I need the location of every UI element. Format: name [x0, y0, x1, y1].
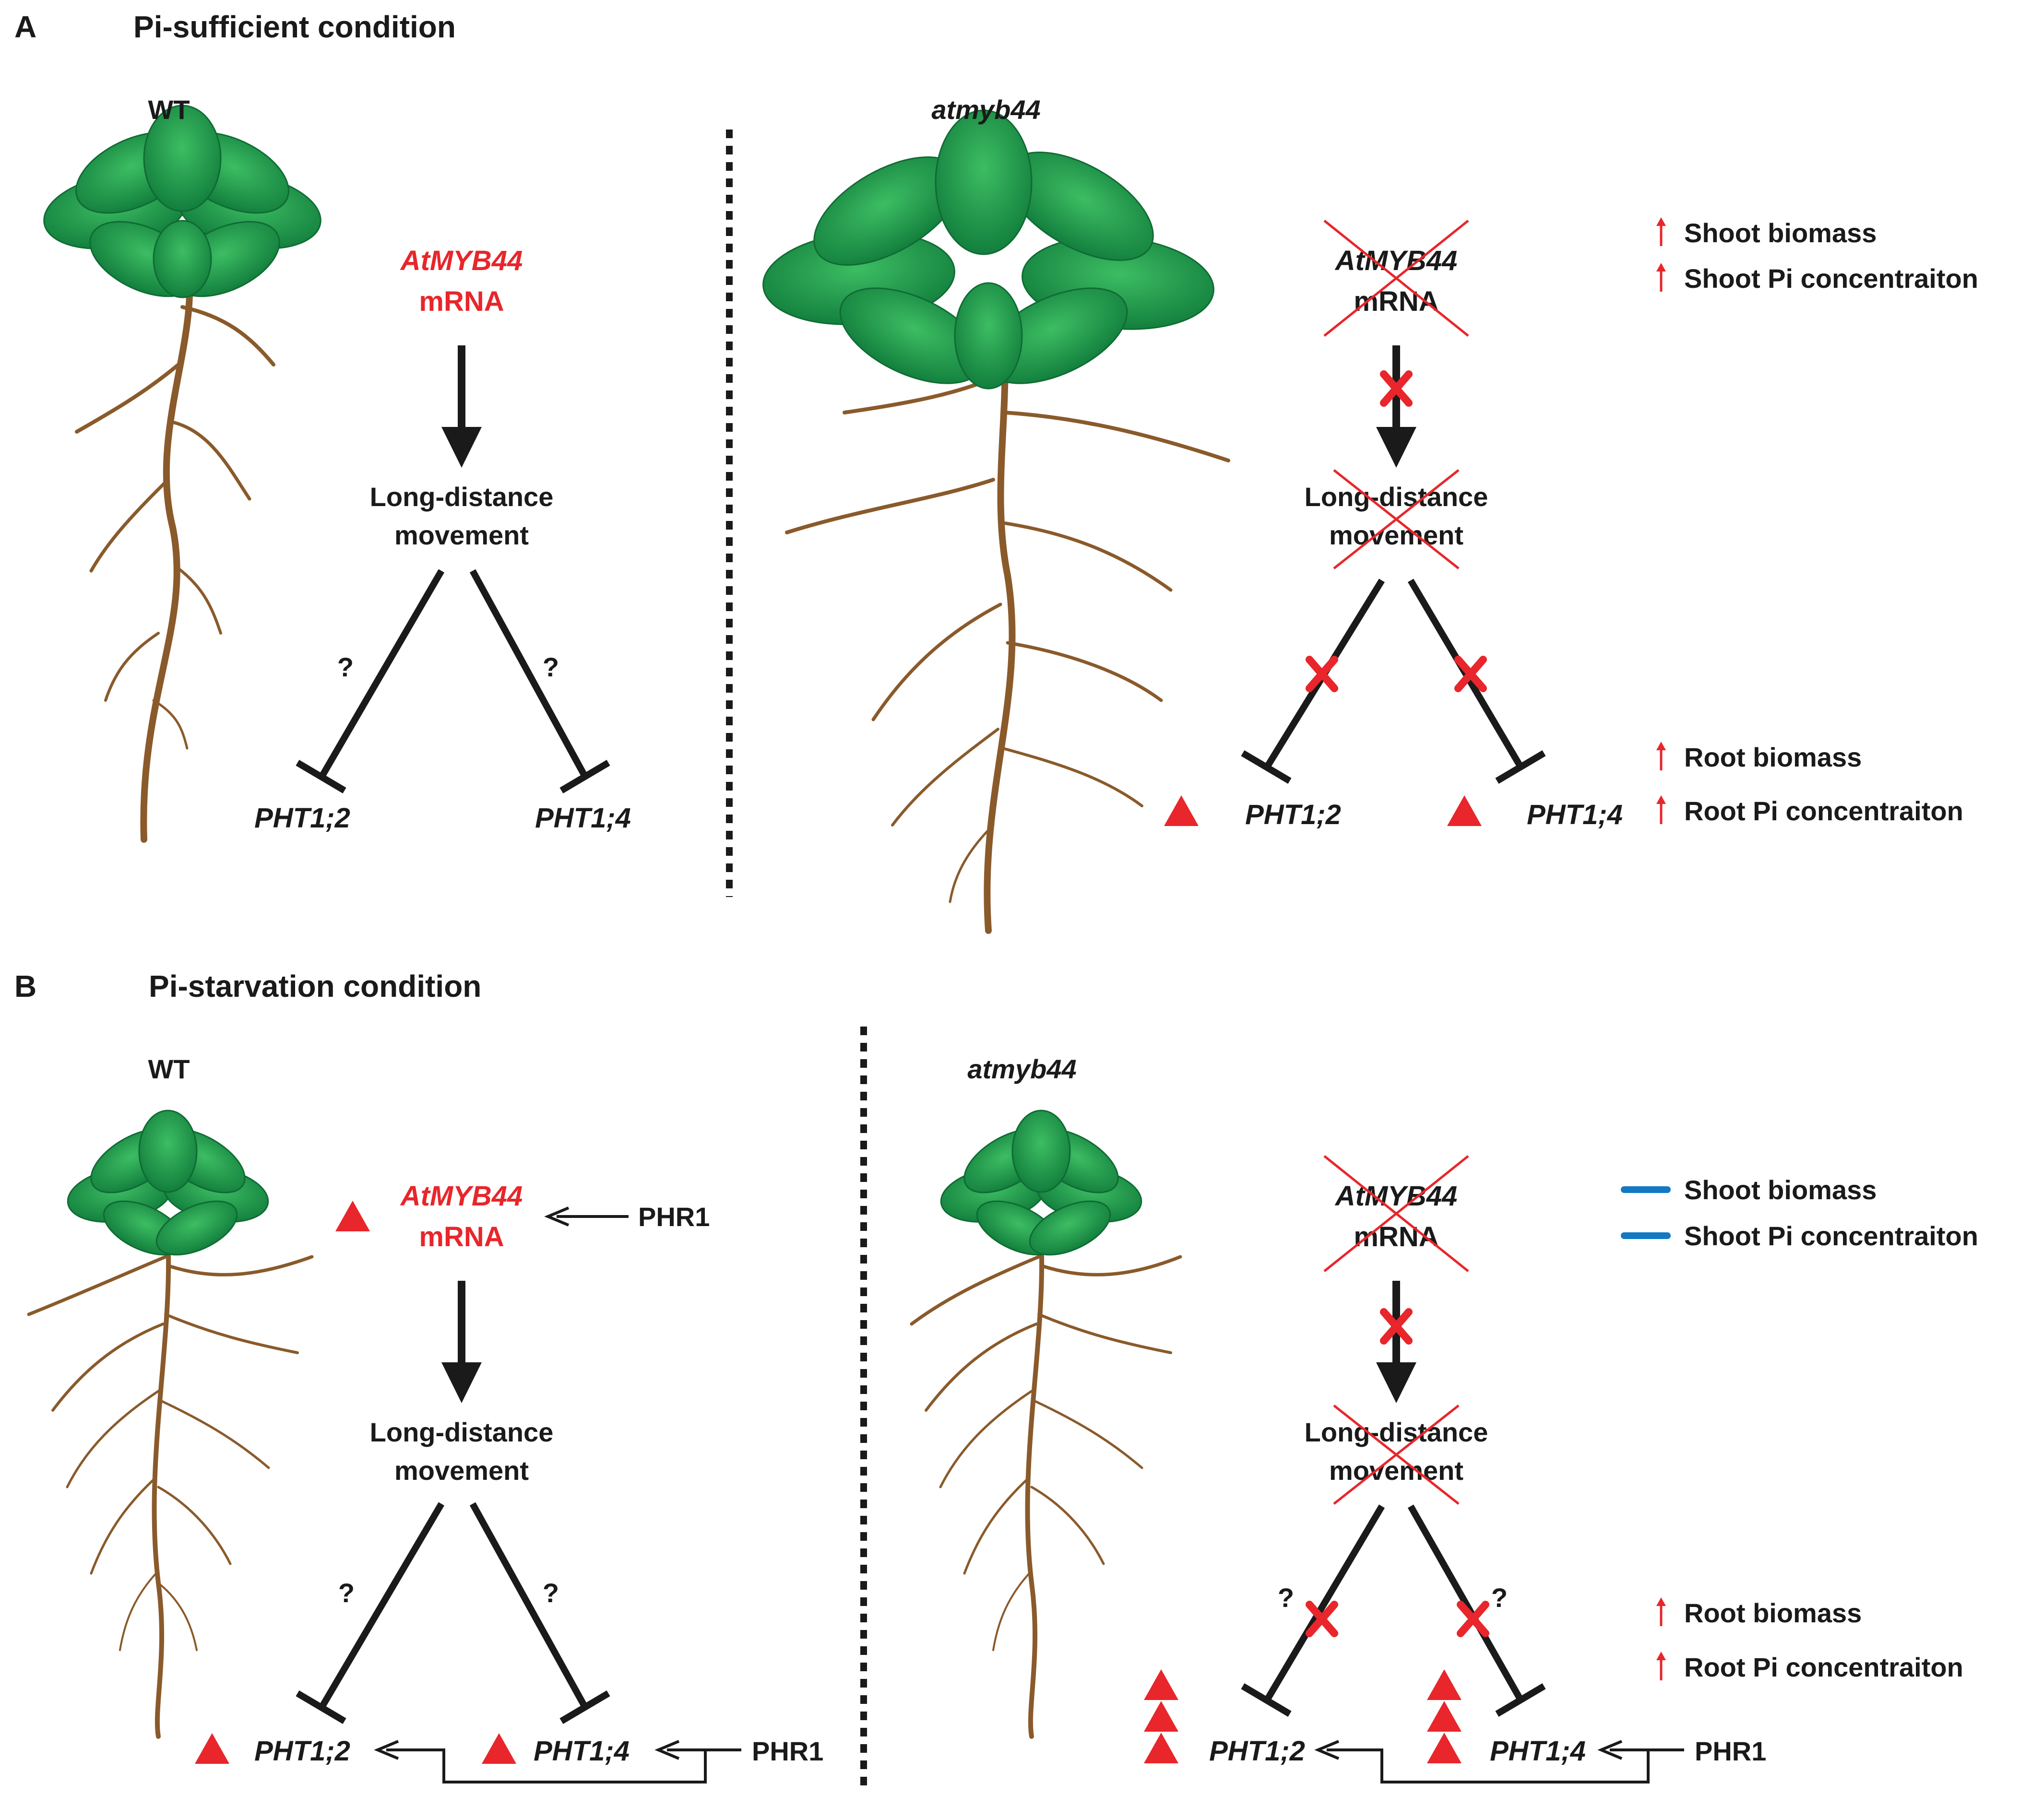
cross-out-mark: [1323, 1155, 1469, 1272]
increase-triangle: [335, 1201, 370, 1231]
wt-label-b: WT: [148, 1054, 190, 1084]
phr1-bracket-arrows: [1314, 1740, 1684, 1783]
phr1-label: PHR1: [638, 1202, 710, 1232]
legend-b: Shoot biomass Shoot Pi concentraiton Roo…: [1621, 1175, 1978, 1682]
panel-a-title: Pi-sufficient condition: [133, 10, 456, 44]
activation-arrow: [1376, 345, 1416, 468]
up-arrow-icon: [1656, 795, 1666, 824]
inhibition-lines: [296, 1502, 610, 1724]
panel-b-title: Pi-starvation condition: [149, 969, 481, 1004]
movement-label-line1: Long-distance: [1305, 1417, 1488, 1447]
panel-b-letter: B: [14, 969, 36, 1004]
movement-label-line1: Long-distance: [370, 482, 554, 512]
mrna-label: mRNA: [419, 1221, 504, 1252]
plant-rosette: [67, 1110, 269, 1256]
movement-label-line2: movement: [394, 520, 529, 550]
gene-label: AtMYB44: [1334, 245, 1458, 276]
increase-triangle: [1427, 1733, 1462, 1763]
gene-label: AtMYB44: [400, 1181, 523, 1212]
increase-triangle: [1144, 1733, 1178, 1763]
up-arrow-icon: [1656, 1597, 1666, 1626]
question-mark-left: ?: [338, 1578, 355, 1608]
legend-shoot-biomass: Shoot biomass: [1684, 218, 1877, 248]
increase-triangle: [1427, 1669, 1462, 1700]
pht12-label: PHT1;2: [1245, 799, 1341, 830]
plant-roots: [910, 1235, 1182, 1739]
pht14-label: PHT1;4: [1490, 1736, 1586, 1767]
activation-arrow: [441, 1281, 482, 1403]
gene-label: AtMYB44: [400, 245, 523, 276]
movement-label-line2: movement: [1329, 520, 1463, 550]
increase-triangle: [1164, 795, 1199, 826]
legend-root-pi: Root Pi concentraiton: [1684, 1652, 1963, 1682]
legend-a: Shoot biomass Shoot Pi concentraiton Roo…: [1656, 217, 1978, 826]
legend-root-pi: Root Pi concentraiton: [1684, 796, 1963, 826]
pht12-label: PHT1;2: [254, 803, 350, 834]
inhibition-lines: [1241, 1504, 1546, 1717]
legend-root-biomass: Root biomass: [1684, 742, 1862, 772]
cross-out-mark: [1333, 1405, 1460, 1505]
wt-plant-b: [27, 1110, 314, 1739]
movement-label-line2: movement: [394, 1455, 529, 1486]
panel-a-letter: A: [14, 10, 36, 44]
pht14-label: PHT1;4: [535, 803, 631, 834]
increase-triangle: [1144, 1669, 1178, 1700]
phr1-label: PHR1: [752, 1736, 823, 1766]
movement-label-line1: Long-distance: [1305, 482, 1488, 512]
plant-rosette: [762, 109, 1214, 390]
up-arrow-icon: [1656, 742, 1666, 770]
legend-root-biomass: Root biomass: [1684, 1598, 1862, 1628]
increase-triangle: [195, 1733, 229, 1764]
movement-label-line2: movement: [1329, 1455, 1463, 1486]
plant-roots: [27, 1235, 314, 1739]
question-mark-right: ?: [1491, 1582, 1508, 1613]
movement-label-line1: Long-distance: [370, 1417, 554, 1447]
mutant-plant-a: [762, 109, 1230, 934]
increase-triangle: [482, 1733, 516, 1764]
increase-triangle: [1144, 1701, 1178, 1732]
pht14-label: PHT1;4: [1527, 799, 1623, 830]
pht12-label: PHT1;2: [1209, 1736, 1305, 1767]
plant-rosette: [940, 1110, 1142, 1256]
cross-out-mark: [1333, 469, 1460, 569]
pht12-label: PHT1;2: [254, 1736, 350, 1767]
pht14-label: PHT1;4: [534, 1736, 630, 1767]
up-arrow-icon: [1656, 263, 1666, 292]
activation-arrow: [441, 345, 482, 468]
mutant-label-a: atmyb44: [931, 94, 1040, 125]
legend-shoot-biomass: Shoot biomass: [1684, 1175, 1877, 1205]
plant-rosette: [43, 105, 321, 298]
legend-shoot-pi: Shoot Pi concentraiton: [1684, 263, 1978, 294]
question-mark-left: ?: [337, 652, 354, 682]
up-arrow-icon: [1656, 1652, 1666, 1680]
question-mark-right: ?: [543, 1578, 559, 1608]
mrna-label: mRNA: [419, 286, 504, 317]
question-mark-right: ?: [543, 652, 559, 682]
up-arrow-icon: [1656, 217, 1666, 246]
legend-shoot-pi: Shoot Pi concentraiton: [1684, 1221, 1978, 1251]
increase-triangle: [1447, 795, 1482, 826]
phr1-label: PHR1: [1695, 1736, 1766, 1766]
cross-out-mark: [1323, 220, 1469, 337]
gene-label: AtMYB44: [1334, 1181, 1458, 1212]
mutant-plant-b: [910, 1110, 1182, 1739]
plant-roots: [785, 294, 1230, 934]
plant-roots: [75, 256, 275, 843]
phr1-bracket-arrows: [374, 1740, 741, 1783]
wt-plant-a: [43, 105, 321, 843]
inhibition-lines: [296, 569, 610, 794]
increase-triangle: [1427, 1701, 1462, 1732]
phr1-arrow: [544, 1206, 629, 1227]
mutant-label-b: atmyb44: [967, 1054, 1076, 1084]
inhibition-lines: [1241, 579, 1546, 784]
red-x-mark: [1461, 1605, 1485, 1633]
question-mark-left: ?: [1278, 1582, 1294, 1613]
wt-label-a: WT: [148, 94, 190, 125]
